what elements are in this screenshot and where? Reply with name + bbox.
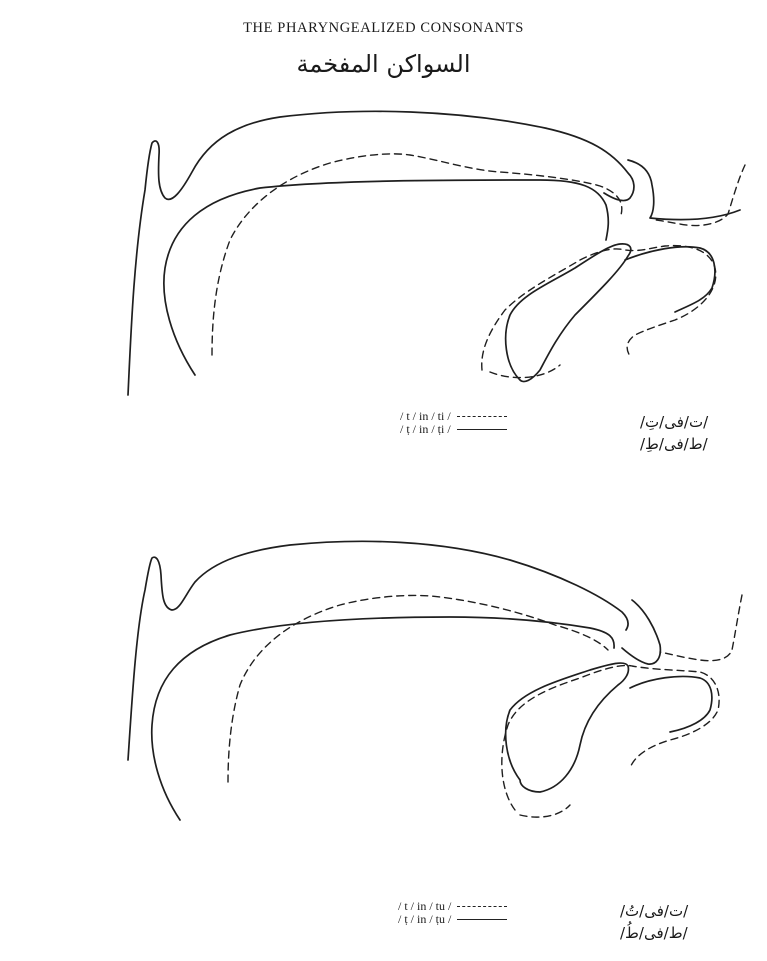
solid-lower-jaw-outline <box>630 676 712 732</box>
legend-row-solid: / ṭ / in / ṭi / <box>400 423 507 436</box>
dashed-lower-lip-outline <box>502 666 719 811</box>
solid-line-key <box>457 429 507 430</box>
legend-label: / ṭ / in / ṭu / <box>398 913 451 926</box>
dashed-line-key <box>457 416 507 417</box>
figure-2-arabic-legend: /ت/فى/تُ/ /ط/فى/طُ/ <box>620 900 688 944</box>
arabic-legend-row: /ت/فى/تِ/ <box>640 411 708 433</box>
legend-row-solid: / ṭ / in / ṭu / <box>398 913 507 926</box>
dashed-line-key <box>457 906 507 907</box>
arabic-legend-row: /ط/فى/طِ/ <box>640 433 708 455</box>
dashed-front-outline <box>660 595 742 661</box>
arabic-legend-row: /ط/فى/طُ/ <box>620 922 688 944</box>
figure-1-arabic-legend: /ت/فى/تِ/ /ط/فى/طِ/ <box>640 411 708 455</box>
solid-lower-lip-outline <box>506 244 631 382</box>
solid-tongue-outline <box>164 180 608 375</box>
pharynx-wall-outline <box>128 541 628 760</box>
solid-tongue-outline <box>152 617 614 820</box>
dashed-lower-jaw-outline <box>520 805 570 817</box>
pharynx-wall-outline <box>128 111 634 395</box>
dashed-lower-jaw-outline <box>490 365 560 378</box>
dashed-tongue-outline <box>212 154 622 355</box>
solid-line-key <box>457 919 507 920</box>
solid-lower-jaw-outline <box>625 247 715 312</box>
solid-front-outline <box>628 160 740 220</box>
vocal-tract-diagram-2 <box>0 520 767 880</box>
dashed-lower-lip-outline <box>482 246 716 370</box>
dashed-front-outline <box>655 165 745 226</box>
arabic-legend-row: /ت/فى/تُ/ <box>620 900 688 922</box>
figure-2-legend: / t / in / tu / / ṭ / in / ṭu / <box>398 900 507 926</box>
legend-label: / ṭ / in / ṭi / <box>400 423 451 436</box>
solid-front-outline <box>622 600 660 664</box>
vocal-tract-diagram-1 <box>0 0 767 480</box>
figure-1-legend: / t / in / ti / / ṭ / in / ṭi / <box>400 410 507 436</box>
